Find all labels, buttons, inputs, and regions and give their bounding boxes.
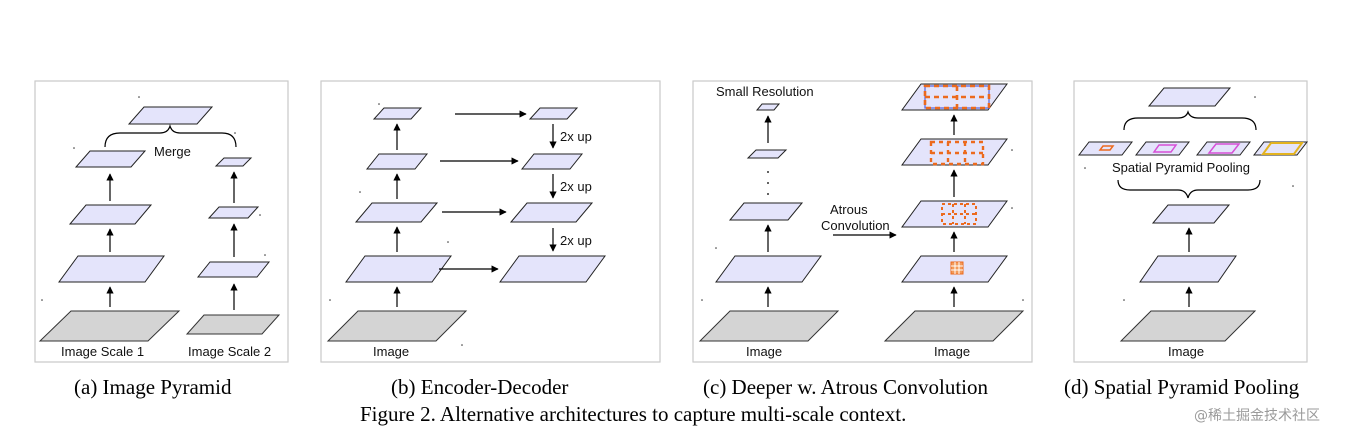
decoder-plane-1: [499, 255, 606, 283]
caption-c: (c) Deeper w. Atrous Convolution: [703, 375, 988, 399]
image-label-c-right: Image: [934, 344, 970, 359]
plane-c-small: [755, 103, 781, 111]
plane-d-2: [1151, 204, 1231, 224]
atrous-kernel-rate-8: [923, 84, 991, 110]
atrous-kernel-rate-4: [929, 140, 985, 166]
pool-window-1: [1098, 145, 1115, 151]
spp-upper-brace: [1123, 110, 1257, 131]
figure-caption: Figure 2. Alternative architectures to c…: [360, 402, 906, 426]
image-scale-2-label: Image Scale 2: [188, 344, 271, 359]
atrous-label-1: Atrous: [830, 202, 868, 217]
pool-window-3: [1207, 143, 1241, 154]
input-image-d: [1119, 310, 1257, 342]
feature-plane-a3-r: [214, 157, 253, 167]
plane-c-left-3: [746, 149, 788, 159]
feature-plane-a1-l: [58, 255, 165, 283]
small-resolution-label: Small Resolution: [716, 84, 814, 99]
merge-brace: [104, 123, 237, 148]
up-label-2: 2x up: [560, 179, 592, 194]
encoder-plane-1: [345, 255, 452, 283]
caption-d: (d) Spatial Pyramid Pooling: [1064, 375, 1300, 399]
up-label-1: 2x up: [560, 129, 592, 144]
plane-c-left-1: [715, 255, 822, 283]
encoder-plane-4: [372, 107, 423, 120]
plane-c-right-3: [901, 138, 1008, 166]
caption-a: (a) Image Pyramid: [74, 375, 232, 399]
plane-c-left-2: [728, 202, 804, 221]
image-label-d: Image: [1168, 344, 1204, 359]
image-label-b: Image: [373, 344, 409, 359]
input-image-c-right: [883, 310, 1025, 342]
decoder-plane-3: [520, 153, 584, 170]
panel-encoder-decoder: 2x up 2x up 2x up Image: [320, 80, 661, 363]
atrous-kernel-rate-2: [941, 203, 977, 225]
feature-plane-a2-r: [207, 206, 260, 219]
panel-image-pyramid: Merge Image Scale 1 Image Scale 2: [34, 80, 289, 363]
decoder-plane-2: [509, 202, 594, 223]
plane-d-1: [1139, 255, 1237, 283]
atrous-label-2: Convolution: [821, 218, 890, 233]
image-scale-1-label: Image Scale 1: [61, 344, 144, 359]
pool-plane-1: [1077, 141, 1134, 156]
input-image-scale-1: [38, 310, 181, 342]
encoder-plane-3: [365, 153, 429, 170]
spp-output-plane: [1147, 87, 1232, 107]
input-image-c-left: [698, 310, 840, 342]
watermark: @稀土掘金技术社区: [1194, 408, 1320, 424]
merged-output-plane: [127, 106, 214, 125]
pool-plane-2: [1134, 141, 1191, 156]
panel-deeper-atrous: Small Resolution: [692, 80, 1033, 363]
pool-window-4: [1261, 142, 1304, 155]
image-label-c-left: Image: [746, 344, 782, 359]
caption-b: (b) Encoder-Decoder: [391, 375, 568, 399]
feature-plane-a2-l: [68, 204, 153, 225]
panel-spatial-pyramid-pooling: Spatial Pyramid Pooling Image: [1073, 80, 1309, 363]
atrous-kernel-rate-1: [950, 261, 964, 275]
feature-plane-a1-r: [196, 261, 271, 278]
spp-lower-brace: [1117, 179, 1261, 199]
spp-label: Spatial Pyramid Pooling: [1112, 160, 1250, 175]
pool-window-2: [1152, 144, 1178, 153]
up-label-3: 2x up: [560, 233, 592, 248]
input-image-scale-2: [185, 314, 281, 335]
feature-plane-a3-l: [74, 150, 147, 168]
encoder-plane-2: [354, 202, 439, 223]
decoder-plane-4: [528, 107, 579, 120]
input-image-b: [326, 310, 468, 342]
merge-label: Merge: [154, 144, 191, 159]
